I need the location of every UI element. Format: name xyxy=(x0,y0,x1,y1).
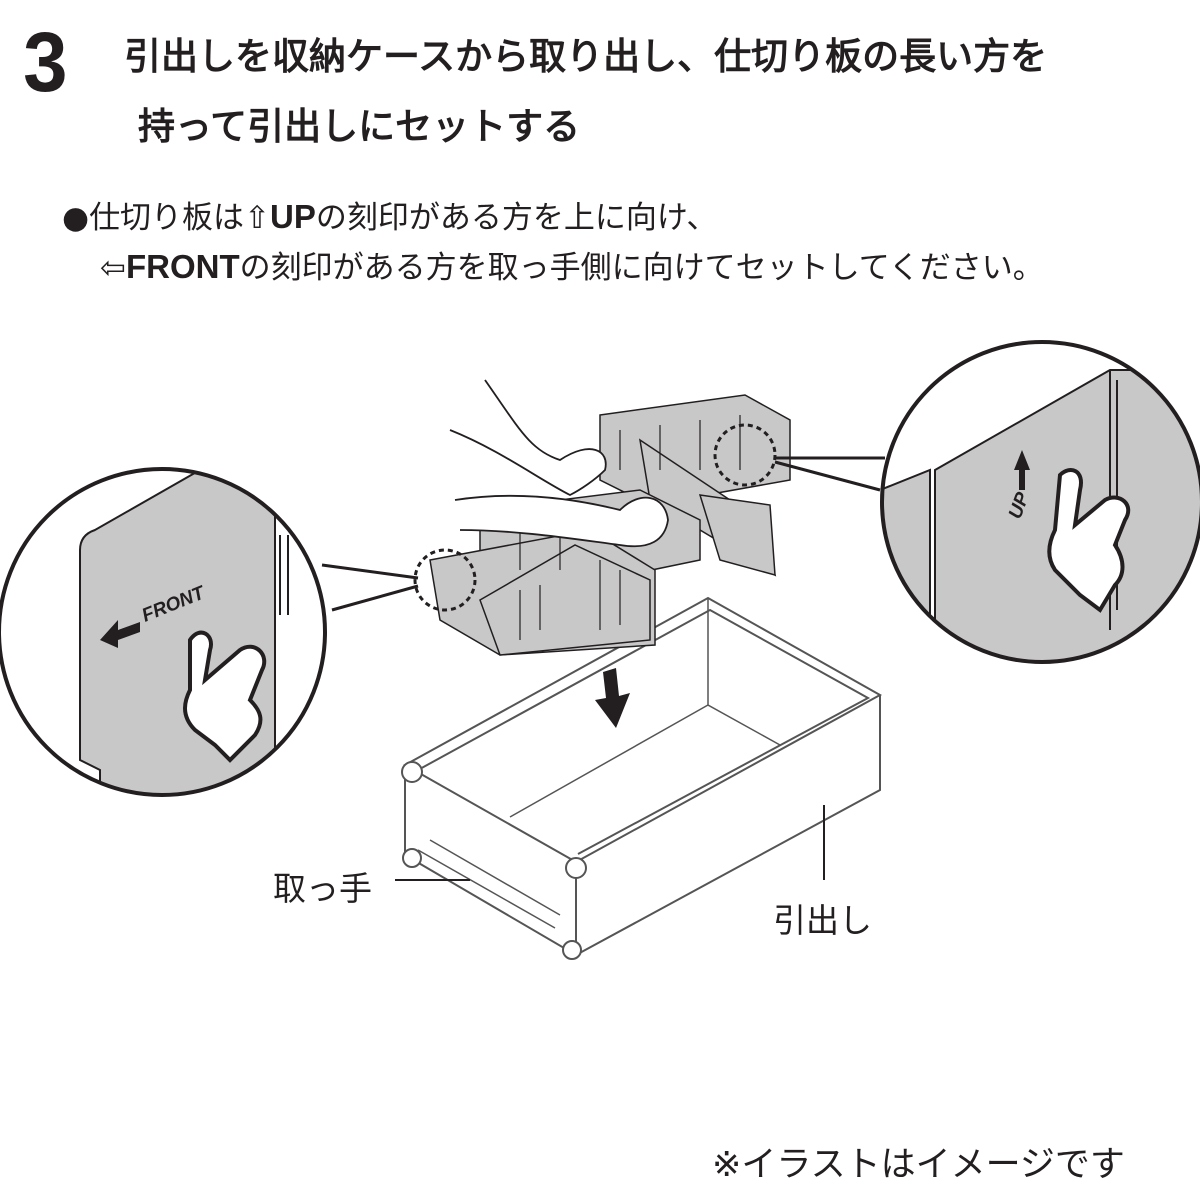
step-title-line-1: 引出しを収納ケースから取り出し、仕切り板の長い方を xyxy=(124,35,1048,78)
zoom-circle-front: FRONT xyxy=(0,469,325,795)
up-mark: UP xyxy=(270,198,316,235)
label-drawer: 引出し xyxy=(773,901,872,940)
bullet: ● xyxy=(62,200,90,236)
up-arrow-icon: ⇧ xyxy=(244,200,271,236)
step-number: 3 xyxy=(23,15,67,109)
note-text: の刻印がある方を上に向け、 xyxy=(315,200,718,236)
down-arrow-icon xyxy=(595,668,630,728)
footnote: ※イラストはイメージです xyxy=(712,1145,1125,1185)
pointing-hand-icon xyxy=(183,630,267,763)
callout-up-marker xyxy=(713,423,777,487)
note-line-2: ⇦FRONTの刻印がある方を取っ手側に向けてセットしてください。 xyxy=(100,242,1044,287)
note-text: の刻印がある方を取っ手側に向けてセットしてください。 xyxy=(239,250,1044,286)
hands xyxy=(449,379,669,548)
pointing-hand-icon xyxy=(1047,468,1131,613)
zoom-circle-up: UP xyxy=(882,342,1200,662)
note-text: 仕切り板は xyxy=(89,200,245,236)
step-title-line-2: 持って引出しにセットする xyxy=(138,105,581,148)
left-arrow-icon: ⇦ xyxy=(100,250,126,286)
divider-panels xyxy=(429,394,791,656)
note-line-1: ●仕切り板は⇧UPの刻印がある方を上に向け、 xyxy=(62,192,717,237)
label-handle: 取っ手 xyxy=(273,869,372,908)
drawer xyxy=(401,596,883,960)
front-mark: FRONT xyxy=(125,248,240,285)
callout-front-marker xyxy=(413,548,477,612)
